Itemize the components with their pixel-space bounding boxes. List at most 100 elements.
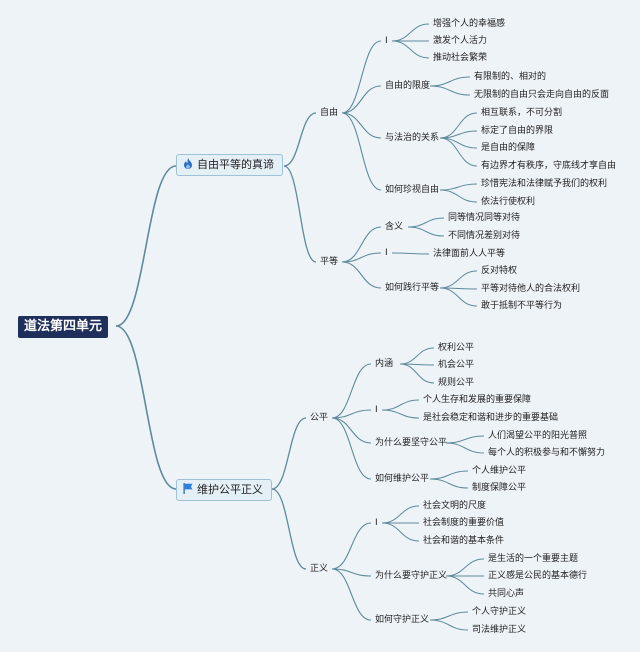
leaf-item: 社会和谐的基本条件 bbox=[423, 536, 505, 546]
leaf-item: 正义感是公民的基本德行 bbox=[488, 571, 588, 581]
leaf-item: 个人维护公平 bbox=[472, 466, 527, 476]
leaf-item: 机会公平 bbox=[438, 360, 475, 370]
connector-line bbox=[341, 252, 382, 263]
connector-line bbox=[439, 137, 478, 167]
connector-line bbox=[341, 112, 382, 139]
connector-line bbox=[399, 347, 435, 365]
root-node[interactable]: 道法第四单元 bbox=[18, 316, 109, 338]
connector-line bbox=[391, 252, 430, 255]
connector-line bbox=[341, 40, 382, 114]
leaf-item: 增强个人的幸福感 bbox=[433, 19, 506, 29]
connector-line bbox=[429, 76, 471, 87]
leaf-item: 社会制度的重要价值 bbox=[423, 518, 505, 528]
topic-freedom-equality[interactable]: 自由平等的真谛 bbox=[176, 154, 283, 176]
leaf-item: 依法行使权利 bbox=[481, 197, 536, 207]
connector-line bbox=[381, 409, 420, 419]
leaf-item: 有边界才有秩序，守底线才享自由 bbox=[481, 161, 617, 171]
leaf-item: 激发个人活力 bbox=[433, 36, 488, 46]
leaf-item: 人们渴望公平的阳光普照 bbox=[488, 431, 588, 441]
flame-icon bbox=[183, 158, 193, 169]
leaf-item: 敢于抵制不平等行为 bbox=[481, 301, 563, 311]
flag-icon bbox=[183, 483, 193, 494]
leaf-item: 不同情况差别对待 bbox=[448, 231, 521, 241]
leaf-item: 是自由的保障 bbox=[481, 143, 536, 153]
leaf-item: 珍惜宪法和法律赋予我们的权利 bbox=[481, 179, 608, 189]
group-node[interactable]: 与法治的关系 bbox=[385, 133, 440, 143]
connector-line bbox=[341, 226, 382, 263]
topic-fairness-justice[interactable]: 维护公平正义 bbox=[176, 479, 272, 501]
leaf-item: 标定了自由的界限 bbox=[481, 126, 554, 136]
connector-line bbox=[439, 183, 478, 191]
group-node[interactable]: 为什么要守护正义 bbox=[375, 571, 448, 581]
leaf-item: 推动社会繁荣 bbox=[433, 53, 488, 63]
topic-label: 维护公平正义 bbox=[197, 483, 263, 496]
subtopic-justice[interactable]: 正义 bbox=[310, 564, 329, 574]
subtopic-fairness[interactable]: 公平 bbox=[310, 413, 329, 423]
leaf-item: 共同心声 bbox=[488, 589, 525, 599]
group-node[interactable]: 如何珍视自由 bbox=[385, 185, 440, 195]
connector-line bbox=[381, 522, 420, 542]
connector-line bbox=[439, 287, 478, 307]
connector-line bbox=[341, 85, 382, 114]
connector-line bbox=[391, 40, 430, 59]
group-node[interactable]: 含义 bbox=[385, 222, 404, 232]
leaf-item: 制度保障公平 bbox=[472, 483, 527, 493]
connector-line bbox=[331, 568, 372, 577]
connector-line bbox=[331, 522, 372, 570]
connector-line bbox=[381, 399, 420, 411]
leaf-item: 有限制的、相对的 bbox=[474, 72, 547, 82]
connector-line bbox=[331, 363, 372, 419]
group-node[interactable]: 如何践行平等 bbox=[385, 283, 440, 293]
group-node[interactable]: 为什么要坚守公平 bbox=[375, 438, 448, 448]
connector-line bbox=[439, 189, 478, 203]
group-node[interactable]: I bbox=[385, 248, 388, 258]
group-node[interactable]: 如何维护公平 bbox=[375, 474, 430, 484]
group-node[interactable]: I bbox=[375, 518, 378, 528]
topic-label: 自由平等的真谛 bbox=[197, 158, 274, 171]
group-node[interactable]: 如何守护正义 bbox=[375, 615, 430, 625]
connector-line bbox=[445, 442, 485, 454]
leaf-item: 平等对待他人的合法权利 bbox=[481, 284, 581, 294]
leaf-item: 个人守护正义 bbox=[472, 607, 527, 617]
connector-line bbox=[429, 85, 471, 96]
leaf-item: 相互联系，不可分割 bbox=[481, 108, 563, 118]
connector-line bbox=[115, 325, 177, 490]
connector-line bbox=[283, 112, 317, 167]
connector-line bbox=[439, 112, 478, 139]
connector-line bbox=[341, 261, 382, 289]
leaf-item: 是社会稳定和谐和进步的重要基础 bbox=[423, 413, 559, 423]
leaf-item: 是生活的一个重要主题 bbox=[488, 554, 579, 564]
leaf-item: 反对特权 bbox=[481, 266, 518, 276]
connector-line bbox=[445, 558, 485, 577]
group-node[interactable]: I bbox=[375, 405, 378, 415]
connector-line bbox=[283, 165, 317, 263]
connector-line bbox=[439, 270, 478, 289]
connector-line bbox=[391, 23, 430, 42]
subtopic-equality[interactable]: 平等 bbox=[320, 257, 339, 267]
connector-line bbox=[331, 417, 372, 480]
leaf-item: 权利公平 bbox=[438, 343, 475, 353]
leaf-item: 社会文明的尺度 bbox=[423, 501, 487, 511]
leaf-item: 每个人的积极参与和不懈努力 bbox=[488, 448, 606, 458]
leaf-item: 法律面前人人平等 bbox=[433, 249, 506, 259]
group-node[interactable]: 自由的限度 bbox=[385, 81, 431, 91]
connector-line bbox=[399, 363, 435, 384]
group-node[interactable]: 内涵 bbox=[375, 359, 394, 369]
subtopic-freedom[interactable]: 自由 bbox=[320, 108, 339, 118]
connector-line bbox=[429, 619, 469, 631]
connector-line bbox=[407, 226, 445, 237]
group-node[interactable]: I bbox=[385, 36, 388, 46]
connector-line bbox=[341, 112, 382, 191]
connector-line bbox=[115, 165, 177, 327]
leaf-item: 个人生存和发展的重要保障 bbox=[423, 395, 532, 405]
connector-line bbox=[445, 575, 485, 595]
connector-line bbox=[271, 417, 307, 490]
leaf-item: 同等情况同等对待 bbox=[448, 213, 521, 223]
connector-line bbox=[445, 435, 485, 444]
connector-line bbox=[271, 488, 307, 570]
connector-line bbox=[429, 478, 469, 489]
connector-line bbox=[331, 409, 372, 419]
leaf-item: 司法维护正义 bbox=[472, 625, 527, 635]
